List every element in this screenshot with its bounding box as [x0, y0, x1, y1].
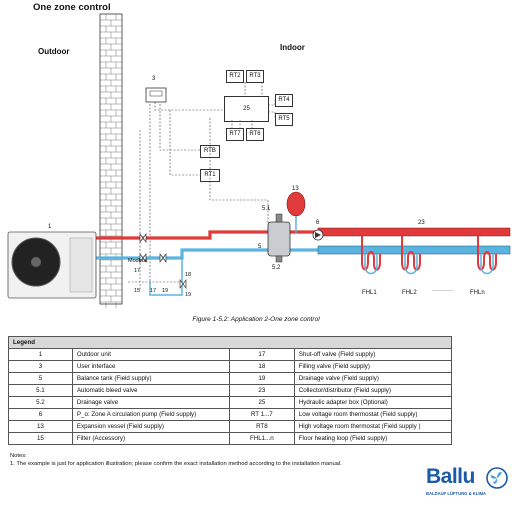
valves — [139, 232, 187, 290]
callout-6: 6 — [316, 220, 320, 226]
legend-code: 13 — [8, 420, 73, 433]
legend-code: 18 — [228, 360, 295, 373]
legend-description: Outdoor unit — [71, 348, 230, 361]
legend-header: Legend — [8, 336, 452, 349]
legend-description: Floor heating loop (Field supply) — [293, 432, 453, 445]
brick-wall — [99, 13, 123, 308]
figure-caption: Figure 1-5.2: Application 2-One zone con… — [192, 316, 320, 323]
notes-item: 1. The example is just for application i… — [10, 461, 342, 467]
legend-code: 15 — [8, 432, 73, 445]
legend-description: Drainage valve (Field supply) — [293, 372, 453, 385]
callout-19b: 19 — [185, 292, 192, 298]
callout-18: 18 — [185, 272, 192, 278]
callout-15: 15 — [134, 288, 141, 294]
callout-5: 5 — [258, 244, 262, 250]
thermostat-rt4: RT4 — [275, 94, 293, 107]
brand-logo: Ballu BALDAUF LÜFTUNG & KLIMA — [426, 465, 508, 505]
collector-distributor — [317, 227, 511, 255]
callout-5-2: 5.2 — [272, 265, 281, 271]
legend-code: 5.1 — [8, 384, 73, 397]
legend-description: P_o: Zone A circulation pump (Field supp… — [71, 408, 230, 421]
notes-heading: Notes: — [10, 453, 27, 459]
floor-heating-loop — [361, 236, 381, 275]
loop-label-fhln: FHLn — [470, 290, 485, 296]
callout-23: 23 — [418, 220, 425, 226]
thermostat-rt2: RT2 — [226, 70, 244, 83]
legend-code: 3 — [8, 360, 73, 373]
callout-3: 3 — [152, 76, 156, 82]
loop-label-dots: ··········· — [432, 288, 454, 294]
legend-description: Drainage valve — [71, 396, 230, 409]
thermostat-rt6: RT6 — [246, 128, 264, 141]
legend-code: 6 — [8, 408, 73, 421]
fan-icon — [486, 467, 508, 489]
thermostat-rt1: RT1 — [200, 169, 220, 182]
legend-code: RT 1...7 — [228, 408, 295, 421]
legend-description: Automatic bleed valve — [71, 384, 230, 397]
adapter-box-25: 25 — [224, 96, 269, 122]
callout-5-1: 5.1 — [262, 206, 271, 212]
legend-code: FHL1...n — [228, 432, 295, 445]
callout-19a: 19 — [162, 288, 169, 294]
legend-description: User interface — [71, 360, 230, 373]
legend-description: Balance tank (Field supply) — [71, 372, 230, 385]
user-interface — [145, 87, 167, 103]
legend-code: 1 — [8, 348, 73, 361]
indoor-label: Indoor — [280, 43, 305, 52]
circulation-pump — [312, 229, 324, 241]
hydraulic-diagram — [7, 13, 511, 308]
legend-description: Filter (Accessory) — [71, 432, 230, 445]
thermostat-rt5: RT5 — [275, 113, 293, 126]
legend-code: 5 — [8, 372, 73, 385]
brand-name: Ballu — [426, 465, 475, 488]
floor-heating-loop — [477, 236, 497, 275]
legend-code: 19 — [228, 372, 295, 385]
legend-description: Hydraulic adapter box (Optional) — [293, 396, 453, 409]
legend-description: Shut-off valve (Field supply) — [293, 348, 453, 361]
loop-label-fhl1: FHL1 — [362, 290, 377, 296]
page-title: One zone control — [33, 2, 111, 13]
modbus-label: Modbus — [128, 258, 148, 264]
balance-tank — [267, 213, 291, 263]
legend-description: Collector/distributor (Field supply) — [293, 384, 453, 397]
callout-1: 1 — [48, 224, 52, 230]
callout-17a: 17 — [134, 268, 141, 274]
callout-17b: 17 — [150, 288, 157, 294]
legend-code: RT8 — [228, 420, 295, 433]
expansion-vessel — [286, 191, 306, 217]
brand-tagline: BALDAUF LÜFTUNG & KLIMA — [426, 491, 487, 496]
thermostat-rt7: RT7 — [226, 128, 244, 141]
legend-code: 23 — [228, 384, 295, 397]
loop-label-fhl2: FHL2 — [402, 290, 417, 296]
thermostat-rtb: RTB — [200, 145, 220, 158]
legend-description: Low voltage room thermostat (Field suppl… — [293, 408, 453, 421]
outdoor-label: Outdoor — [38, 47, 70, 56]
callout-13: 13 — [292, 186, 299, 192]
legend-description: High voltage room thermostat (Field supp… — [293, 420, 453, 433]
legend-description: Expansion vessel (Field supply) — [71, 420, 230, 433]
notes: Notes: 1. The example is just for applic… — [10, 452, 342, 468]
legend-description: Filling valve (Field supply) — [293, 360, 453, 373]
legend-code: 25 — [228, 396, 295, 409]
thermostat-rt3: RT3 — [246, 70, 264, 83]
floor-heating-loop — [401, 236, 421, 275]
legend-code: 5.2 — [8, 396, 73, 409]
legend-code: 17 — [228, 348, 295, 361]
floor-heating-loops — [361, 236, 497, 275]
outdoor-unit — [7, 231, 97, 299]
